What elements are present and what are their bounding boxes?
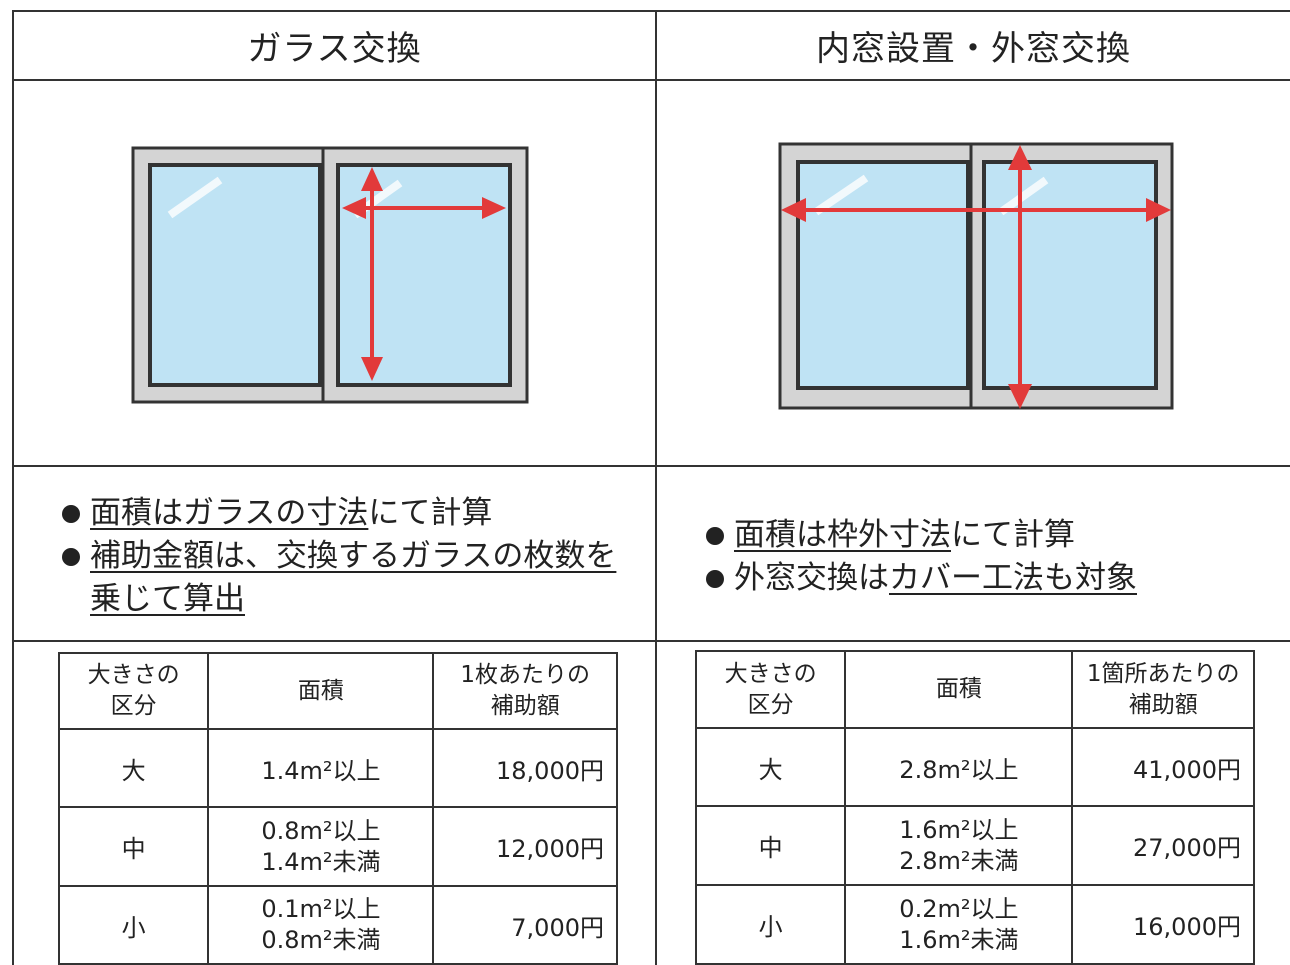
- divider: [12, 79, 1290, 81]
- amount-cell: 18,000円: [432, 728, 618, 808]
- header-size: 大きさの 区分: [694, 650, 847, 729]
- amount-cell: 12,000円: [432, 806, 618, 887]
- left-bullets: 面積はガラスの寸法にて計算 補助金額は、交換するガラスの枚数を乗じて算出: [62, 492, 642, 621]
- glass-pane: [148, 163, 322, 387]
- glass-pane: [796, 160, 970, 390]
- height-arrow: [361, 167, 383, 381]
- bullet-item: 面積は枠外寸法にて計算: [706, 514, 1276, 557]
- layout-frame: [12, 10, 1290, 965]
- size-cell: 中: [694, 805, 847, 886]
- right-bullets: 面積は枠外寸法にて計算 外窓交換はカバー工法も対象: [706, 514, 1276, 600]
- width-arrow: [781, 198, 1171, 222]
- amount-cell: 7,000円: [432, 885, 618, 965]
- amount-cell: 27,000円: [1071, 805, 1255, 886]
- bullet-text: 補助金額は、交換するガラスの枚数を乗じて算出: [90, 538, 617, 617]
- header-size: 大きさの 区分: [57, 652, 210, 730]
- bullet-text: 外窓交換はカバー工法も対象: [734, 560, 1137, 596]
- size-cell: 中: [57, 806, 210, 887]
- glass-pane: [982, 160, 1158, 390]
- divider: [655, 10, 657, 965]
- divider: [12, 640, 1290, 642]
- size-cell: 大: [57, 728, 210, 808]
- header-area: 面積: [207, 652, 435, 730]
- glass-window-diagram: [131, 146, 529, 404]
- table-row: 大 2.8m²以上 41,000円: [694, 727, 1255, 807]
- amount-cell: 41,000円: [1071, 727, 1255, 807]
- height-arrow: [1008, 145, 1032, 409]
- bullet-item: 外窓交換はカバー工法も対象: [706, 557, 1276, 600]
- right-subsidy-table: 大きさの 区分 面積 1箇所あたりの 補助額 大 2.8m²以上 41,000円…: [694, 650, 1255, 965]
- bullet-icon: [706, 527, 724, 545]
- bullet-text: 面積は枠外寸法にて計算: [734, 517, 1075, 553]
- size-cell: 大: [694, 727, 847, 807]
- bullet-item: 面積はガラスの寸法にて計算: [62, 492, 642, 535]
- bullet-icon: [62, 548, 80, 566]
- table-header-row: 大きさの 区分 面積 1枚あたりの 補助額: [57, 652, 618, 730]
- header-area: 面積: [844, 650, 1074, 729]
- area-cell: 1.4m²以上: [207, 728, 435, 808]
- table-header-row: 大きさの 区分 面積 1箇所あたりの 補助額: [694, 650, 1255, 729]
- bullet-text: 面積はガラスの寸法にて計算: [90, 495, 493, 531]
- frame-window-diagram: [778, 142, 1174, 410]
- header-amount: 1箇所あたりの 補助額: [1071, 650, 1255, 729]
- amount-cell: 16,000円: [1071, 884, 1255, 965]
- size-cell: 小: [57, 885, 210, 965]
- right-title: 内窓設置・外窓交換: [816, 28, 1131, 69]
- left-subsidy-table: 大きさの 区分 面積 1枚あたりの 補助額 大 1.4m²以上 18,000円 …: [57, 652, 618, 965]
- bullet-item: 補助金額は、交換するガラスの枚数を乗じて算出: [62, 535, 642, 621]
- area-cell: 2.8m²以上: [844, 727, 1074, 807]
- size-cell: 小: [694, 884, 847, 965]
- bullet-icon: [62, 505, 80, 523]
- table-row: 大 1.4m²以上 18,000円: [57, 728, 618, 808]
- left-title: ガラス交換: [247, 28, 422, 69]
- divider: [12, 465, 1290, 467]
- header-amount: 1枚あたりの 補助額: [432, 652, 618, 730]
- width-arrow: [342, 197, 506, 219]
- glass-pane: [336, 163, 512, 387]
- bullet-icon: [706, 570, 724, 588]
